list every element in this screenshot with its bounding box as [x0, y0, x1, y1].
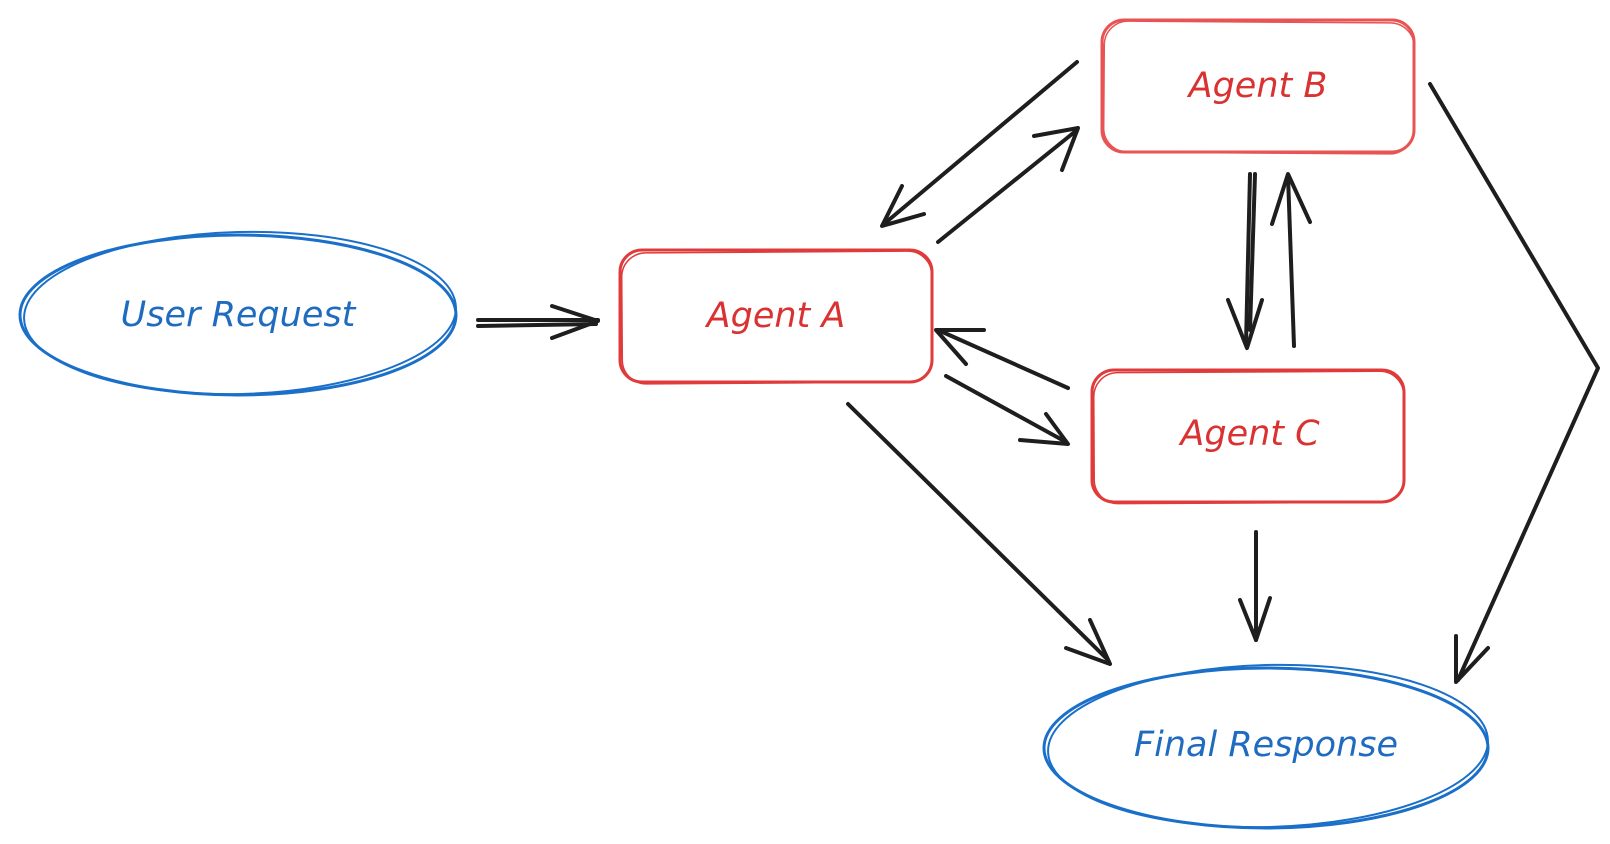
- node-agent-a[interactable]: Agent A: [618, 248, 934, 385]
- edge-agent-b-to-agent-c: [1226, 172, 1264, 350]
- node-user-request-label: User Request: [121, 295, 357, 335]
- node-agent-b-label: Agent B: [1187, 66, 1328, 106]
- nodes: User Request Agent A Agent B Agent C Fin…: [18, 18, 1490, 832]
- node-agent-c[interactable]: Agent C: [1090, 368, 1406, 505]
- node-agent-b[interactable]: Agent B: [1100, 18, 1416, 155]
- edge-agent-a-to-final-response: [846, 402, 1112, 666]
- edge-agent-b-to-final-response: [1428, 82, 1600, 684]
- node-agent-c-label: Agent C: [1178, 414, 1320, 454]
- edge-agent-c-to-agent-b: [1270, 172, 1312, 348]
- edge-agent-c-to-agent-a: [934, 328, 1070, 390]
- edge-user-request-to-agent-a: [476, 304, 600, 340]
- edge-agent-a-to-agent-b: [936, 126, 1080, 244]
- node-final-response[interactable]: Final Response: [1042, 659, 1490, 832]
- node-agent-a-label: Agent A: [705, 296, 846, 336]
- node-user-request[interactable]: User Request: [18, 226, 458, 399]
- edge-agent-c-to-final-response: [1238, 530, 1272, 642]
- edges: [476, 60, 1600, 684]
- edge-agent-a-to-agent-c: [944, 374, 1070, 446]
- edge-agent-b-to-agent-a: [880, 60, 1079, 228]
- node-final-response-label: Final Response: [1134, 725, 1398, 765]
